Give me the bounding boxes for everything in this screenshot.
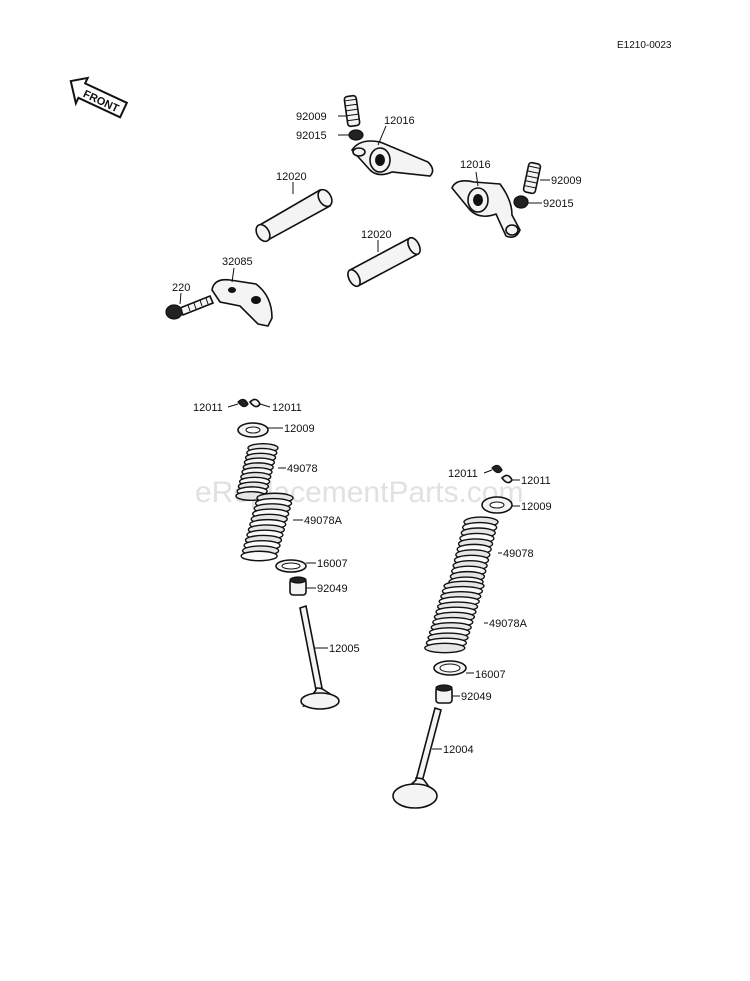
label-92009-left: 92009	[296, 111, 327, 123]
valve-spring-inner-right	[448, 516, 499, 588]
label-49078-right: 49078	[503, 548, 534, 560]
label-12016-left: 12016	[384, 115, 415, 127]
label-12009-left: 12009	[284, 423, 315, 435]
spring-seat-left	[275, 559, 307, 573]
valve-left	[299, 604, 340, 710]
label-49078a-right: 49078A	[489, 618, 528, 630]
label-220: 220	[172, 282, 190, 294]
label-92015-left: 92015	[296, 130, 327, 142]
rocker-arm-left	[350, 140, 434, 177]
label-92015-right: 92015	[543, 198, 574, 210]
label-12011-left-a: 12011	[193, 402, 223, 414]
stem-seal-left	[289, 576, 307, 596]
label-92009-right: 92009	[551, 175, 582, 187]
label-12011-left-b: 12011	[272, 402, 302, 414]
spring-retainer-left	[237, 422, 269, 438]
spring-seat-right	[433, 660, 467, 676]
rocker-arm-right	[451, 180, 521, 238]
adjusting-screw-right	[522, 161, 542, 195]
label-12011-right-a: 12011	[448, 468, 478, 480]
label-12005: 12005	[329, 643, 360, 655]
rocker-shaft-upper	[255, 188, 333, 243]
valve-spring-outer-left	[240, 492, 294, 562]
label-92049-left: 92049	[317, 583, 348, 595]
label-12016-right: 12016	[460, 159, 491, 171]
label-12020-upper: 12020	[276, 171, 307, 183]
label-32085: 32085	[222, 256, 253, 268]
stem-seal-right	[435, 684, 453, 704]
valve-spring-inner-left	[235, 442, 279, 502]
label-92049-right: 92049	[461, 691, 492, 703]
retaining-plate	[211, 278, 273, 327]
label-49078a-left: 49078A	[304, 515, 343, 527]
valve-right	[392, 706, 442, 809]
locknut-left	[348, 129, 364, 141]
front-arrow-icon: FRONT	[69, 76, 129, 119]
label-12009-right: 12009	[521, 501, 552, 513]
bolt	[165, 294, 215, 320]
label-49078-left: 49078	[287, 463, 318, 475]
label-12020-lower: 12020	[361, 229, 392, 241]
label-16007-right: 16007	[475, 669, 506, 681]
valve-keeper-left-set	[237, 398, 261, 408]
valve-spring-outer-right	[424, 580, 485, 654]
adjusting-screw-left	[343, 94, 361, 128]
spring-retainer-right	[481, 496, 513, 514]
label-16007-left: 16007	[317, 558, 348, 570]
locknut-right	[513, 195, 529, 209]
label-12011-right-b: 12011	[521, 475, 551, 487]
rocker-shaft-lower	[347, 236, 421, 288]
label-12004: 12004	[443, 744, 474, 756]
diagram-code: E1210-0023	[617, 40, 672, 51]
